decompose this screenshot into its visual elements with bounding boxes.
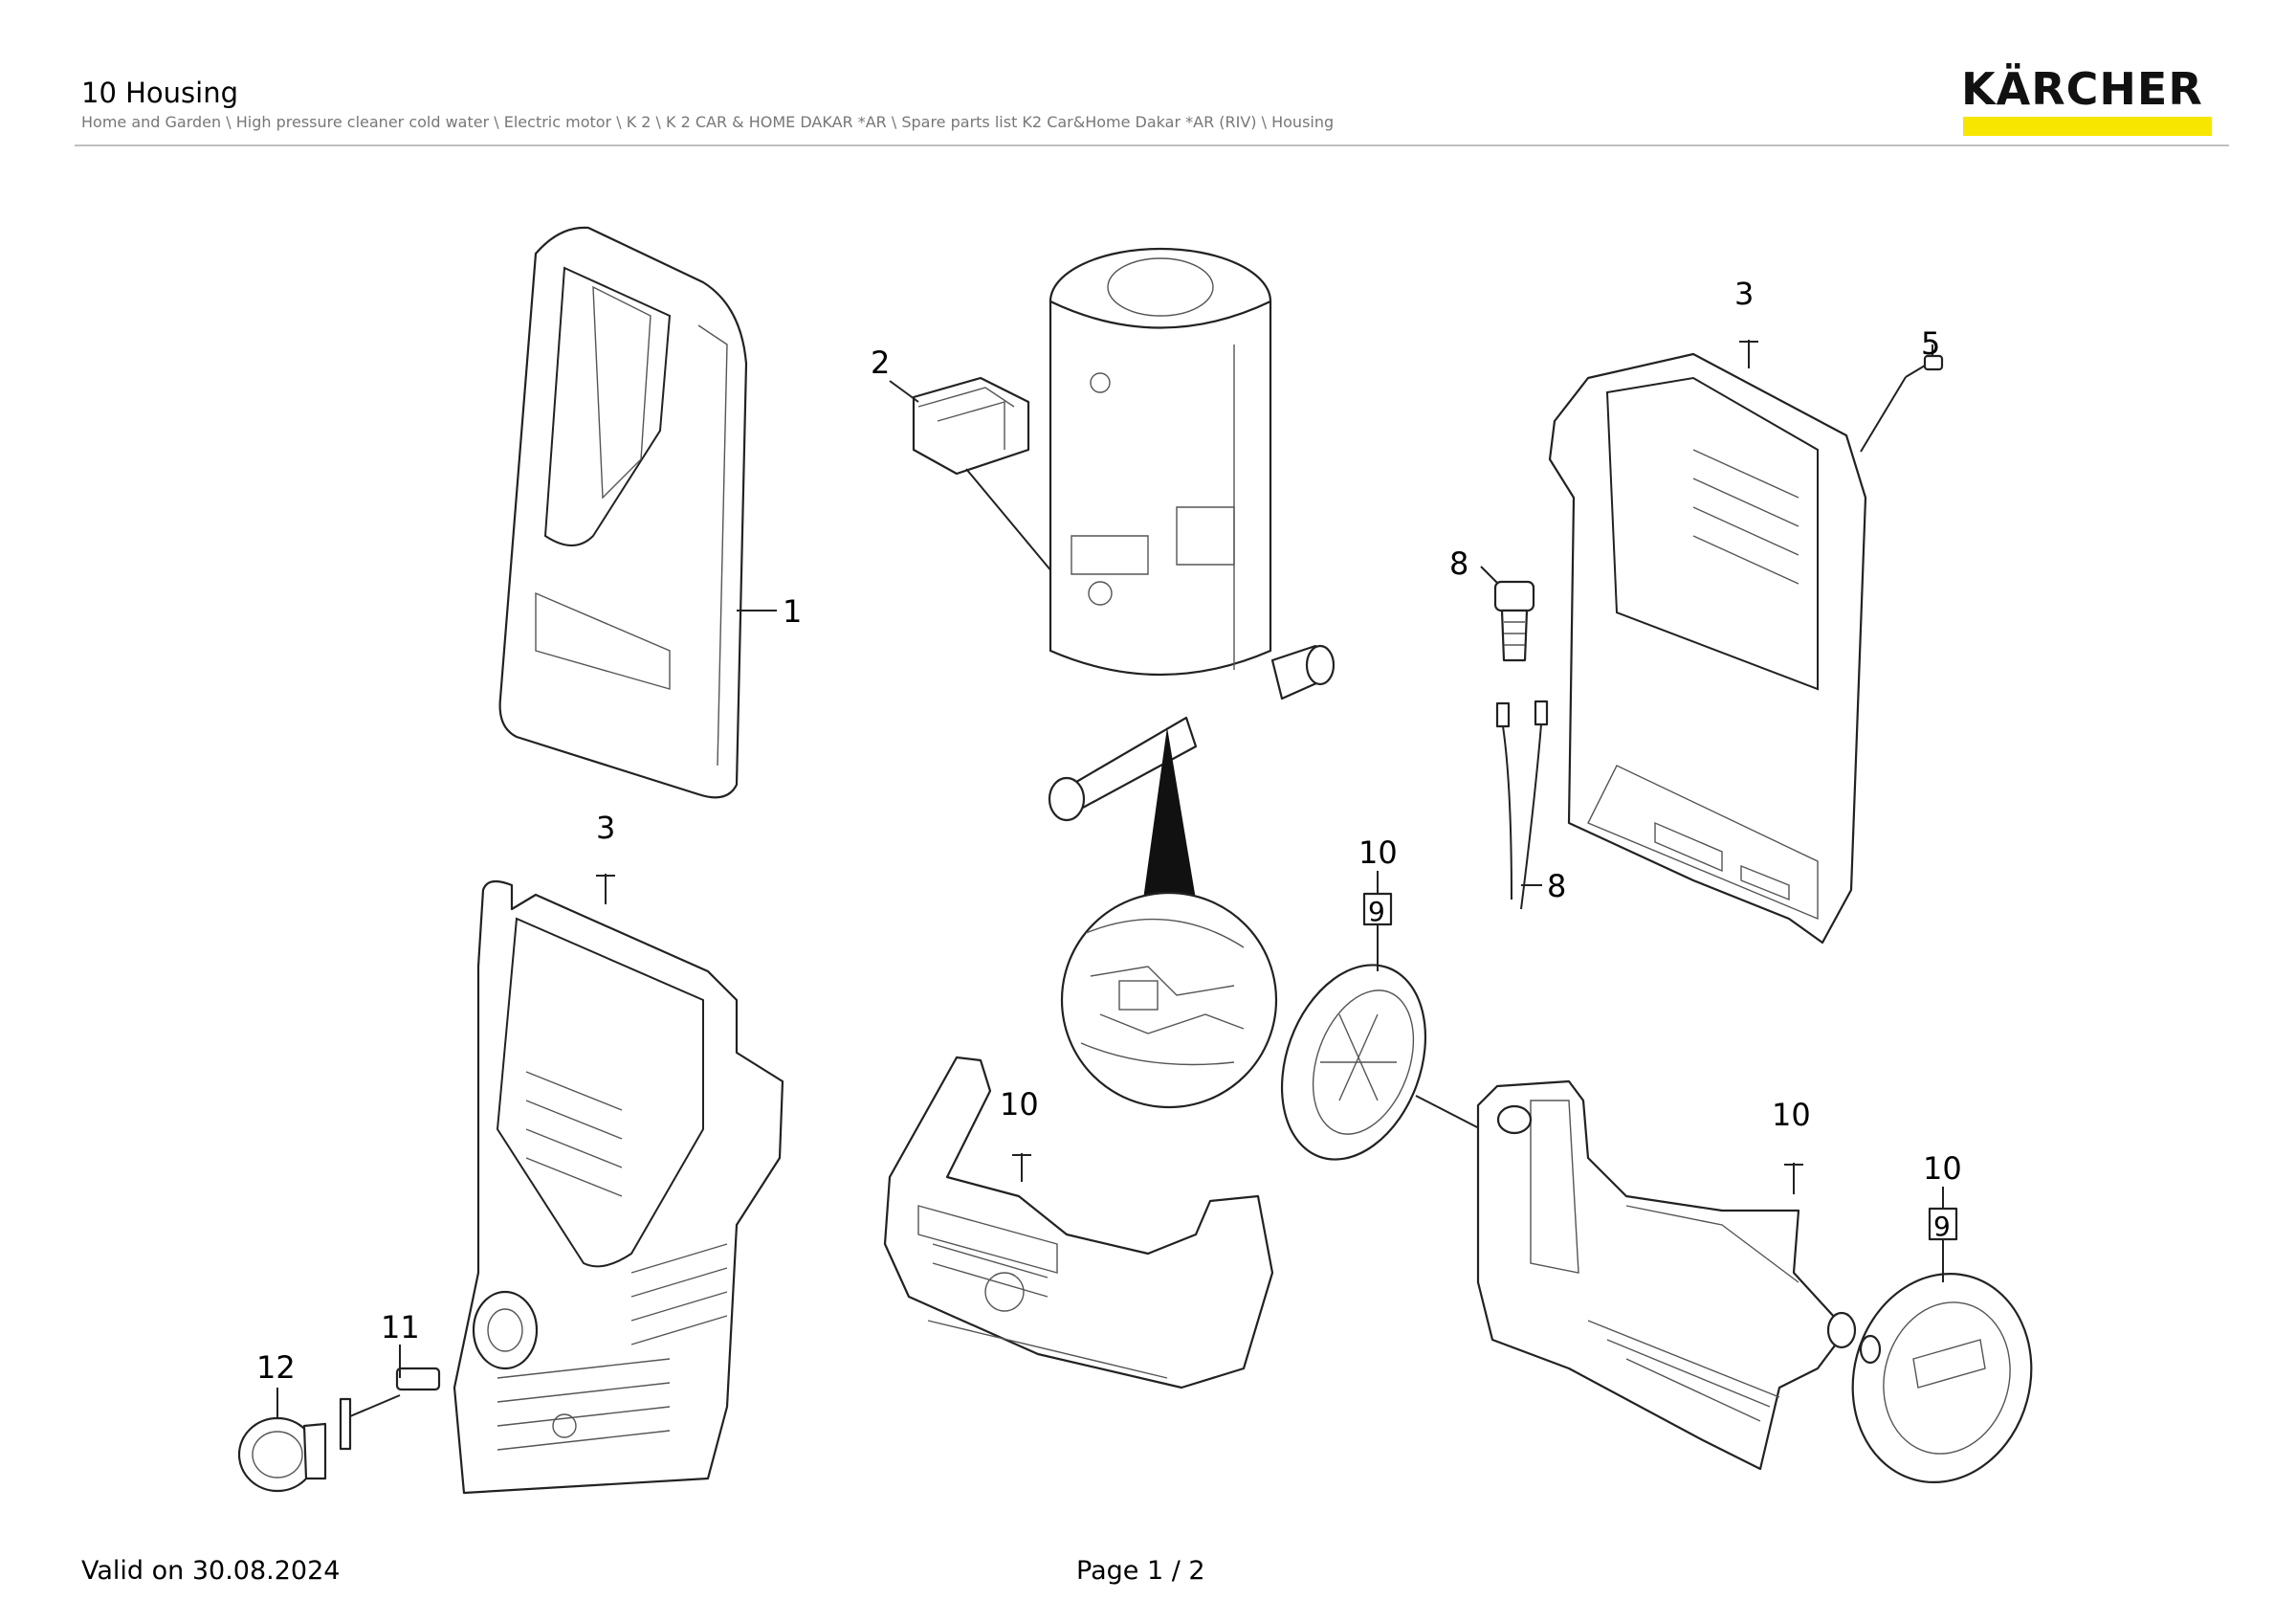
part-8-cable	[1495, 700, 1549, 910]
callout-11: 11	[381, 1309, 420, 1345]
part-3-front-housing	[453, 879, 784, 1495]
part-12-knob	[237, 1416, 327, 1493]
callout-9-right: 9	[1933, 1211, 1951, 1242]
page-title: 10 Housing	[81, 77, 239, 109]
part-8-plug	[1493, 580, 1535, 662]
part-9-wheel-right	[1851, 1273, 2033, 1483]
callout-9-left: 9	[1368, 896, 1385, 927]
part-10-base-front	[883, 1056, 1274, 1390]
callout-8-plug: 8	[1449, 545, 1468, 582]
callout-8-cable: 8	[1547, 868, 1566, 904]
callout-1: 1	[783, 593, 802, 630]
header-divider	[75, 145, 2229, 146]
part-2-bracket	[912, 376, 1030, 476]
detail-pointer	[1143, 727, 1196, 900]
part-10-base-frame	[1476, 1079, 1857, 1471]
callout-2: 2	[871, 345, 890, 381]
part-1-front-cover	[498, 226, 748, 799]
callout-12: 12	[256, 1349, 296, 1386]
callout-10-left-wheel: 10	[1358, 834, 1398, 871]
brand-logo: KÄRCHER	[1961, 63, 2203, 115]
brand-color-bar	[1963, 117, 2212, 136]
page-number: Page 1 / 2	[1076, 1556, 1205, 1586]
callout-10-base-frame: 10	[1772, 1097, 1811, 1133]
part-11-lever	[339, 1367, 441, 1451]
breadcrumb: Home and Garden \ High pressure cleaner …	[81, 113, 1335, 131]
callout-3-front: 3	[596, 810, 615, 846]
callout-3-rear: 3	[1734, 276, 1754, 312]
callout-5: 5	[1921, 325, 1940, 362]
part-9-wheel-left	[1280, 964, 1482, 1161]
callout-10-front-base: 10	[1000, 1086, 1039, 1123]
pump-cylinder-assembly	[1048, 247, 1336, 822]
callout-10-right-wheel: 10	[1923, 1150, 1962, 1187]
validity-date: Valid on 30.08.2024	[81, 1556, 341, 1586]
part-3-rear-housing	[1548, 352, 1867, 945]
detail-magnifier	[1060, 891, 1278, 1109]
